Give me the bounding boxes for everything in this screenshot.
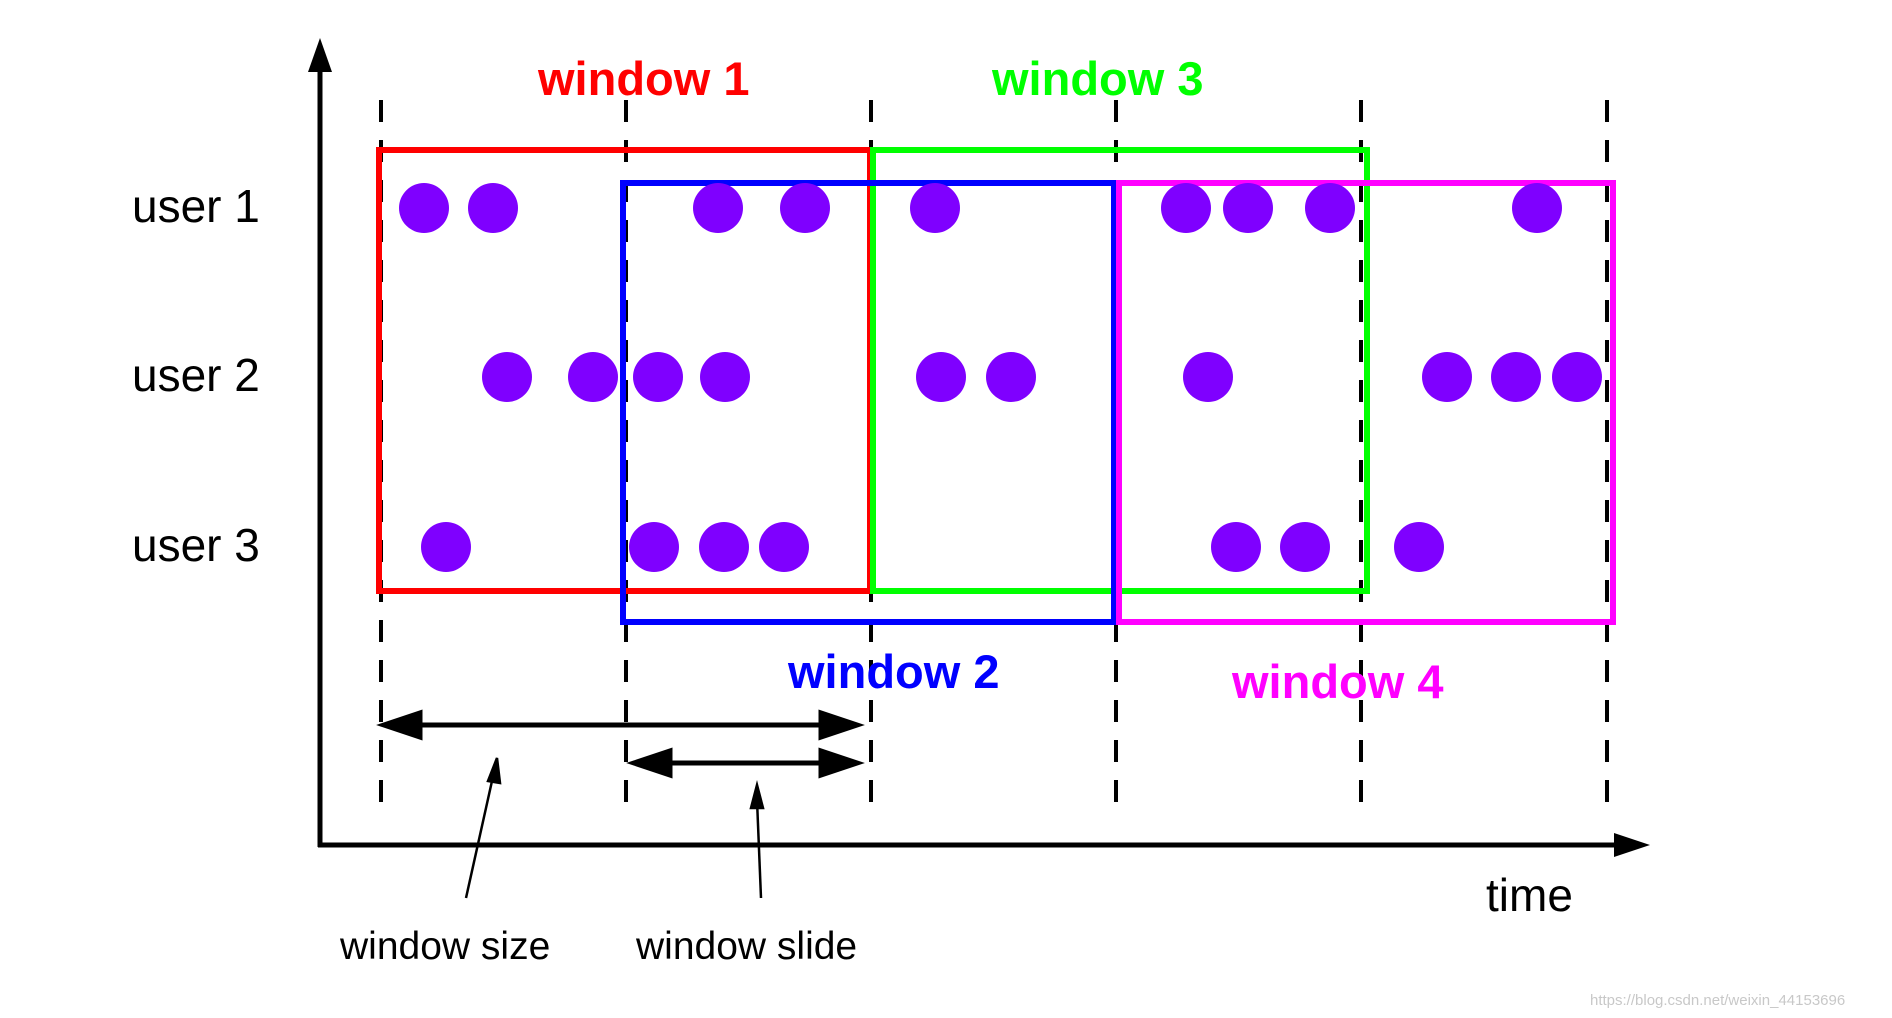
event-dot-user-2 (986, 352, 1036, 402)
events (399, 183, 1602, 572)
window-3-label: window 3 (991, 52, 1204, 105)
x-axis-label: time (1486, 869, 1573, 921)
axes (308, 38, 1650, 857)
window-slide-annotation: window slide (635, 925, 857, 968)
event-dot-user-2 (1552, 352, 1602, 402)
event-dot-user-1 (1161, 183, 1211, 233)
event-dot-user-3 (1211, 522, 1261, 572)
interval-indicators (376, 709, 865, 779)
window-slide-arrowhead-right (818, 747, 865, 779)
event-dot-user-2 (568, 352, 618, 402)
event-dot-user-1 (780, 183, 830, 233)
window-size-pointer-tip (486, 757, 502, 785)
event-dot-user-2 (1422, 352, 1472, 402)
event-dot-user-3 (699, 522, 749, 572)
event-dot-user-2 (700, 352, 750, 402)
window-4-label: window 4 (1231, 655, 1444, 708)
window-2-label: window 2 (787, 645, 1000, 698)
window-1-label: window 1 (537, 52, 750, 105)
row-label-user-2: user 2 (132, 349, 260, 401)
row-label-user-3: user 3 (132, 519, 260, 571)
event-dot-user-1 (399, 183, 449, 233)
event-dot-user-1 (1512, 183, 1562, 233)
event-dot-user-1 (693, 183, 743, 233)
window-slide-pointer (755, 799, 763, 899)
event-dot-user-1 (468, 183, 518, 233)
event-dot-user-3 (1280, 522, 1330, 572)
event-dot-user-2 (633, 352, 683, 402)
row-label-user-1: user 1 (132, 180, 260, 232)
event-dot-user-3 (421, 522, 471, 572)
window-slide-pointer-tip (749, 780, 765, 810)
event-dot-user-3 (1394, 522, 1444, 572)
callouts (464, 757, 765, 899)
event-dot-user-2 (482, 352, 532, 402)
window-slide-arrowhead-left (626, 747, 673, 779)
window-size-arrowhead-left (376, 709, 423, 741)
event-dot-user-1 (1223, 183, 1273, 233)
window-4-frame (1116, 180, 1616, 625)
y-axis-arrowhead (308, 38, 332, 72)
watermark: https://blog.csdn.net/weixin_44153696 (1590, 992, 1845, 1009)
event-dot-user-2 (1491, 352, 1541, 402)
row-labels: user 1 user 2 user 3 (132, 180, 260, 571)
window-size-pointer (464, 771, 496, 899)
event-dot-user-2 (1183, 352, 1233, 402)
event-dot-user-3 (759, 522, 809, 572)
x-axis-arrowhead (1614, 833, 1650, 857)
window-frames (376, 147, 1616, 625)
event-dot-user-3 (629, 522, 679, 572)
event-dot-user-2 (916, 352, 966, 402)
window-size-arrowhead-right (818, 709, 865, 741)
event-dot-user-1 (1305, 183, 1355, 233)
window-labels: window 1 window 3 window 2 window 4 (537, 52, 1444, 708)
window-2-frame (620, 180, 1117, 625)
event-dot-user-1 (910, 183, 960, 233)
window-size-annotation: window size (339, 925, 550, 968)
